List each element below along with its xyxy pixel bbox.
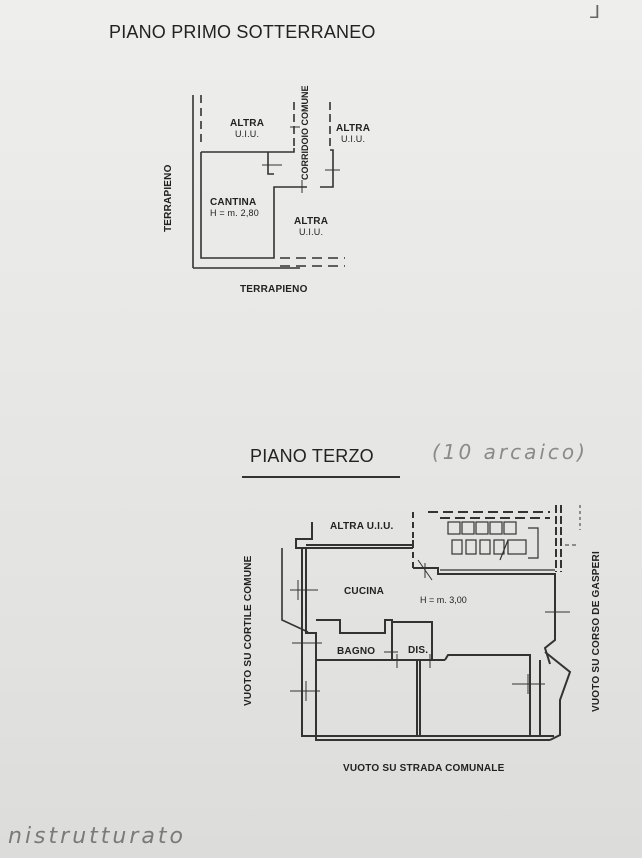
handwritten-note: (10 arcaico) bbox=[432, 440, 588, 464]
basement-room-altra-bottom-right: ALTRA U.I.U. bbox=[294, 216, 329, 237]
third-floor-room-bagno: BAGNO bbox=[337, 646, 376, 657]
basement-plan-title: PIANO PRIMO SOTTERRANEO bbox=[109, 22, 376, 42]
handwritten-footer: nistrutturato bbox=[8, 824, 186, 849]
basement-room-altra-top-left: ALTRA U.I.U. bbox=[230, 118, 265, 139]
third-floor-room-cucina: CUCINA bbox=[344, 586, 385, 597]
third-floor-surrounding-left: VUOTO SU CORTILE COMUNE bbox=[243, 555, 254, 706]
corner-mark: ⅃ bbox=[590, 2, 601, 22]
third-floor-title-underline bbox=[242, 476, 400, 478]
third-floor-room-altra: ALTRA U.I.U. bbox=[330, 521, 394, 532]
basement-room-cantina: CANTINA H = m. 2,80 bbox=[210, 197, 259, 218]
third-floor-surrounding-right: VUOTO SU CORSO DE GASPERI bbox=[591, 551, 602, 712]
basement-room-altra-top-right: ALTRA U.I.U. bbox=[336, 123, 371, 144]
basement-surrounding-bottom: TERRAPIENO bbox=[240, 284, 308, 295]
third-floor-title: PIANO TERZO bbox=[250, 446, 374, 466]
third-floor-height-label: H = m. 3,00 bbox=[420, 595, 467, 605]
third-floor-room-dis: DIS. bbox=[408, 645, 429, 656]
third-floor-surrounding-bottom: VUOTO SU STRADA COMUNALE bbox=[343, 763, 505, 774]
